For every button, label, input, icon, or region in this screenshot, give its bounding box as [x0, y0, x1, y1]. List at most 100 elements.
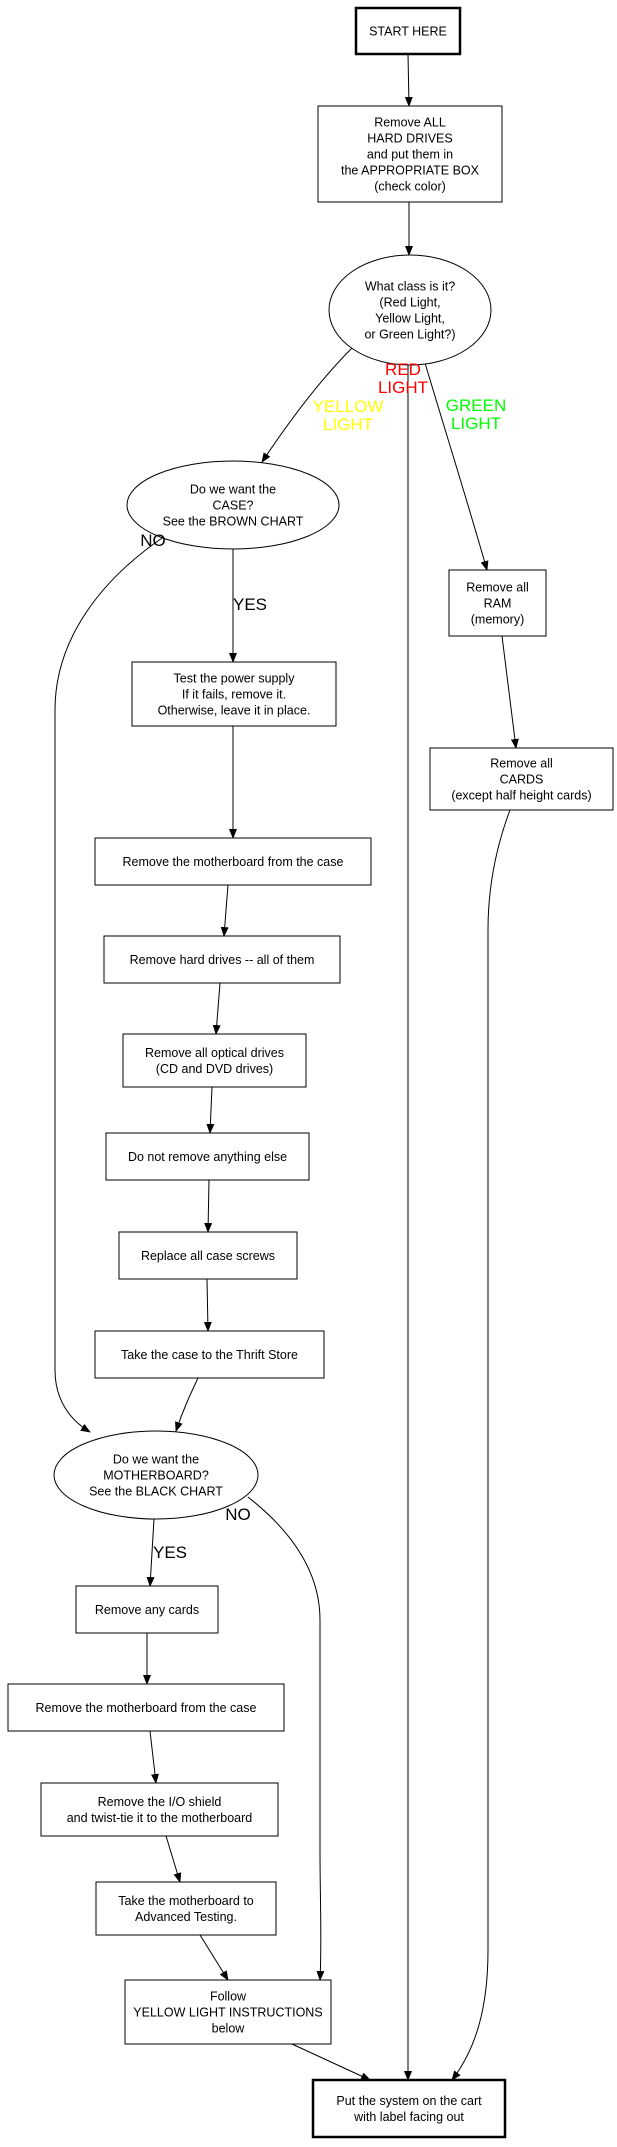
edge-hdds-optical	[212, 982, 221, 1035]
node-box	[122, 1033, 307, 1088]
decision-ellipse	[126, 460, 340, 550]
node-box	[118, 1231, 298, 1280]
edge-class-ram-green	[424, 362, 489, 571]
node-text: the APPROPRIATE BOX	[341, 164, 480, 178]
node-remove-hdd: Remove ALL HARD DRIVES and put them in the …	[317, 105, 503, 203]
node-box	[311, 2078, 507, 2139]
node-mobo-case: Remove the motherboard from the case	[94, 837, 372, 886]
node-box	[105, 1132, 310, 1181]
node-box	[40, 1782, 279, 1837]
node-text: See the BLACK CHART	[89, 1485, 223, 1499]
edge-label-red: LIGHT	[378, 378, 428, 397]
edge-adv-follow	[199, 1934, 229, 1981]
decision-ellipse	[53, 1430, 259, 1520]
node-text: (except half height cards)	[451, 789, 591, 803]
edge-moboq-follow-no	[247, 1496, 325, 1981]
node-text: or Green Light?)	[364, 328, 455, 342]
node-text: Remove any cards	[95, 1603, 199, 1617]
node-text: (memory)	[471, 613, 524, 627]
node-text: YELLOW LIGHT INSTRUCTIONS	[133, 2006, 322, 2020]
node-text: START HERE	[369, 25, 447, 39]
node-text: and put them in	[367, 148, 453, 162]
node-nothing-else: Do not remove anything else	[105, 1132, 310, 1181]
node-thrift: Take the case to the Thrift Store	[94, 1330, 325, 1379]
node-psu: Test the power supply If it fails, remove…	[131, 661, 337, 727]
node-text: Remove all optical drives	[145, 1046, 284, 1060]
edge-label-red: RED	[385, 360, 421, 379]
edge-case-mobo-no	[54, 535, 166, 1433]
node-box	[354, 6, 462, 56]
edge-nothing-screws	[204, 1179, 213, 1233]
edge-start-hdd	[404, 53, 413, 107]
node-text: What class is it?	[365, 280, 455, 294]
node-text: Remove all	[490, 757, 553, 771]
node-any-cards: Remove any cards	[75, 1585, 219, 1634]
edge-mobo-hdds	[220, 884, 229, 937]
node-text: Follow	[210, 1990, 247, 2004]
edge-label-yes1: YES	[233, 595, 267, 614]
node-text: Remove all	[466, 581, 529, 595]
node-start: START HERE	[354, 6, 462, 56]
node-text: Test the power supply	[174, 672, 296, 686]
edge-class-case-yellow	[261, 347, 353, 463]
node-text: If it fails, remove it.	[182, 688, 286, 702]
node-box	[75, 1585, 219, 1634]
node-text: RAM	[484, 597, 512, 611]
node-text: Do we want the	[113, 1453, 199, 1467]
edge-label-yes2: YES	[153, 1543, 187, 1562]
edge-label-no1: NO	[140, 531, 166, 550]
node-text: Remove hard drives -- all of them	[130, 953, 315, 967]
node-box	[429, 747, 614, 811]
node-box	[94, 1330, 325, 1379]
node-text: Otherwise, leave it in place.	[158, 704, 311, 718]
node-hdds: Remove hard drives -- all of them	[103, 935, 341, 984]
node-text: below	[212, 2022, 246, 2036]
edge-label-green: GREEN	[446, 396, 506, 415]
node-box	[7, 1683, 285, 1732]
edge-screws-thrift	[203, 1278, 212, 1332]
edge-label-yellow: YELLOW	[313, 397, 384, 416]
node-text: HARD DRIVES	[367, 132, 452, 146]
node-text: Put the system on the cart	[336, 2094, 482, 2108]
node-text: Remove the motherboard from the case	[36, 1701, 257, 1715]
edge-moboq-cards-yes	[146, 1518, 155, 1587]
node-cart: Put the system on the cart with label fac…	[311, 2078, 507, 2139]
edge-io-adv	[165, 1835, 182, 1883]
node-box	[124, 1979, 332, 2045]
node-text: Remove ALL	[374, 116, 446, 130]
node-text: See the BROWN CHART	[163, 515, 304, 529]
node-box	[131, 661, 337, 727]
node-text: (CD and DVD drives)	[156, 1062, 273, 1076]
edge-optical-nothing	[206, 1086, 215, 1134]
node-box	[448, 569, 547, 637]
node-text: Do we want the	[190, 483, 276, 497]
node-text: with label facing out	[353, 2110, 464, 2124]
edge-cards-cart	[451, 809, 511, 2081]
node-text: Remove the motherboard from the case	[123, 855, 344, 869]
node-text: CARDS	[500, 773, 544, 787]
edge-label-no2: NO	[225, 1505, 251, 1524]
node-class-q: What class is it?(Red Light,Yellow Light…	[328, 254, 492, 366]
node-text: Replace all case screws	[141, 1249, 275, 1263]
node-text: Do not remove anything else	[128, 1150, 287, 1164]
node-screws: Replace all case screws	[118, 1231, 298, 1280]
decision-ellipse	[328, 254, 492, 366]
node-text: CASE?	[213, 499, 254, 513]
node-box	[94, 837, 372, 886]
node-text: Take the motherboard to	[118, 1894, 254, 1908]
node-optical: Remove all optical drives (CD and DVD dri…	[122, 1033, 307, 1088]
edge-thrift-moboq	[175, 1377, 199, 1432]
node-text: MOTHERBOARD?	[103, 1469, 209, 1483]
node-adv-test: Take the motherboard to Advanced Testing.	[95, 1881, 277, 1936]
node-box	[95, 1881, 277, 1936]
edge-mobo2-io	[149, 1730, 159, 1784]
node-text: Take the case to the Thrift Store	[121, 1348, 298, 1362]
node-text: Advanced Testing.	[135, 1910, 237, 1924]
node-box	[103, 935, 341, 984]
edge-follow-cart	[291, 2043, 371, 2081]
